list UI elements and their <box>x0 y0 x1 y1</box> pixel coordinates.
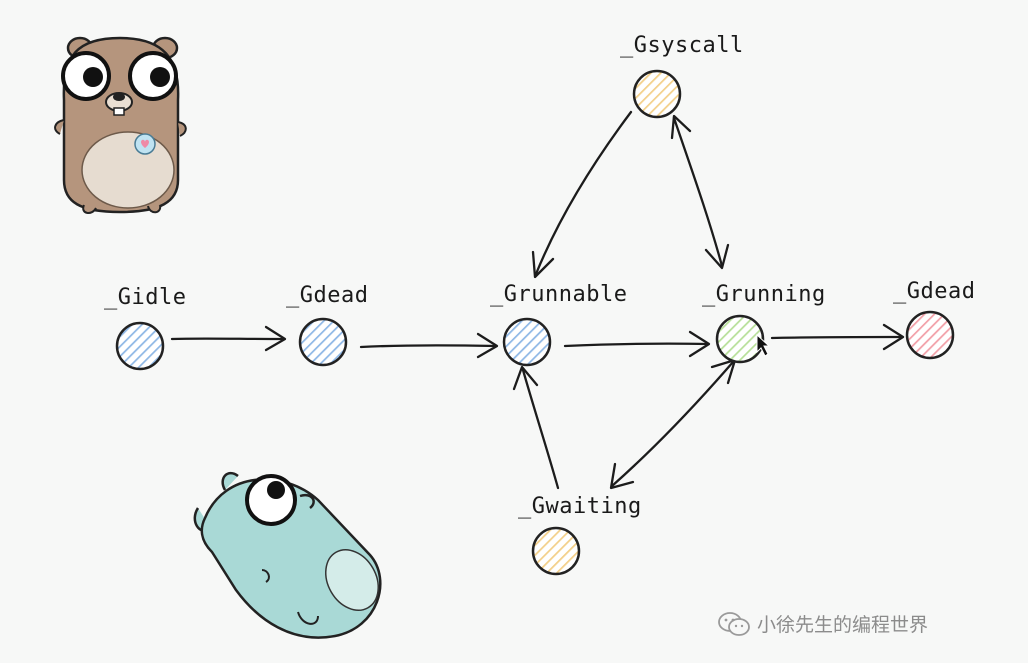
watermark: 小徐先生的编程世界 <box>717 610 928 637</box>
arrow-dead-to-runnable-head <box>476 332 499 359</box>
state-label-grunning: _Grunning <box>702 282 826 307</box>
state-label-gdead-initial: _Gdead <box>286 283 369 308</box>
watermark-text: 小徐先生的编程世界 <box>757 614 929 636</box>
state-label-gidle: _Gidle <box>104 285 187 310</box>
arrow-running-to-dead <box>770 335 904 340</box>
wechat-icon <box>718 611 750 636</box>
state-label-gwaiting: _Gwaiting <box>518 494 642 519</box>
arrow-syscall-running <box>672 116 724 268</box>
state-node-grunning <box>715 314 765 364</box>
gopher-mascot-brown-icon <box>54 36 187 214</box>
arrow-idle-to-dead-head <box>264 325 287 352</box>
arrow-waiting-to-runnable-head <box>512 365 539 391</box>
state-node-gdead-final <box>905 310 955 360</box>
state-label-gdead-final: _Gdead <box>893 279 976 304</box>
gopher-mascot-teal-icon <box>193 471 382 639</box>
arrow-running-waiting <box>610 360 735 488</box>
state-node-gwaiting <box>531 526 581 576</box>
arrow-syscall-to-runnable <box>534 110 633 276</box>
arrow-syscall-running-head-up <box>670 114 692 140</box>
arrow-runnable-to-running-head <box>688 330 711 358</box>
state-label-gsyscall: _Gsyscall <box>620 33 744 58</box>
arrow-syscall-to-runnable-head <box>531 250 555 279</box>
arrow-waiting-to-runnable <box>521 368 560 490</box>
arrow-running-to-dead-head <box>882 323 905 351</box>
arrow-running-waiting-head-down <box>609 462 635 490</box>
state-node-gsyscall <box>632 69 682 119</box>
state-node-grunnable <box>502 317 552 367</box>
arrow-syscall-running-head-down <box>704 243 730 270</box>
state-label-grunnable: _Grunnable <box>490 282 628 307</box>
arrow-dead-to-runnable <box>359 344 498 349</box>
cursor-icon <box>756 333 771 357</box>
state-node-gdead-initial <box>298 317 348 367</box>
state-node-gidle <box>115 321 165 371</box>
arrow-runnable-to-running <box>563 342 710 348</box>
